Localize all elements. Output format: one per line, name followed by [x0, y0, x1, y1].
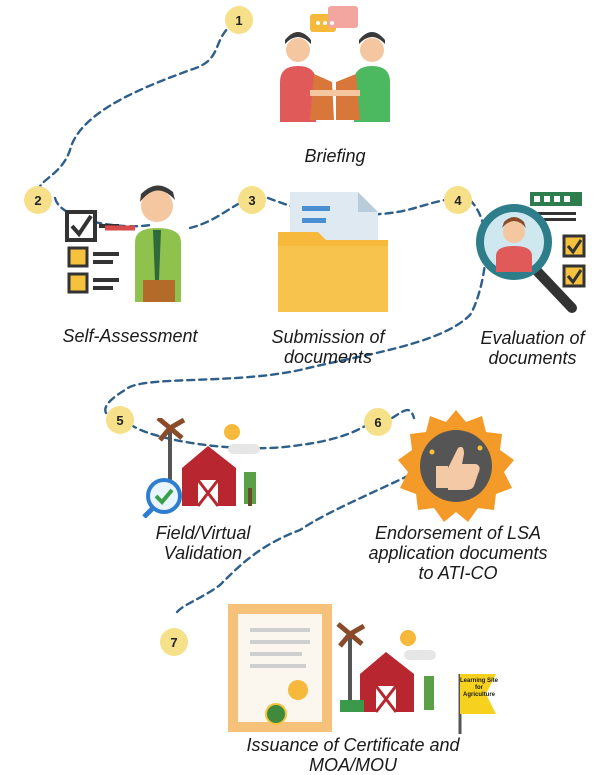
document-folder-icon: [278, 192, 388, 312]
step-5-badge: 5: [106, 406, 134, 434]
step-3-badge: 3: [238, 186, 266, 214]
step-1-label: Briefing: [304, 146, 366, 166]
step-7-label: Issuance of Certificate and MOA/MOU: [246, 735, 460, 775]
step-2-label: Self-Assessment: [62, 326, 198, 346]
flag-text: Learning Site for Agriculture: [460, 678, 499, 698]
briefing-meeting-icon: [280, 6, 390, 122]
checklist-person-icon: [65, 185, 181, 302]
magnifier-evaluation-icon: [476, 192, 586, 313]
certificate-farm-icon: [228, 604, 496, 734]
farm-validation-icon: [142, 418, 260, 518]
step-6-badge: 6: [364, 408, 392, 436]
step-4-label: Evaluation of documents: [480, 328, 585, 368]
thumbs-up-badge-icon: [398, 410, 514, 522]
step-4-badge: 4: [444, 186, 472, 214]
step-7-badge: 7: [160, 628, 188, 656]
step-6-label: Endorsement of LSA application documents…: [368, 523, 548, 583]
step-3-label: Submission of documents: [271, 327, 385, 367]
step-1-badge: 1: [225, 6, 253, 34]
step-2-badge: 2: [24, 186, 52, 214]
step-5-label: Field/Virtual Validation: [155, 523, 251, 563]
